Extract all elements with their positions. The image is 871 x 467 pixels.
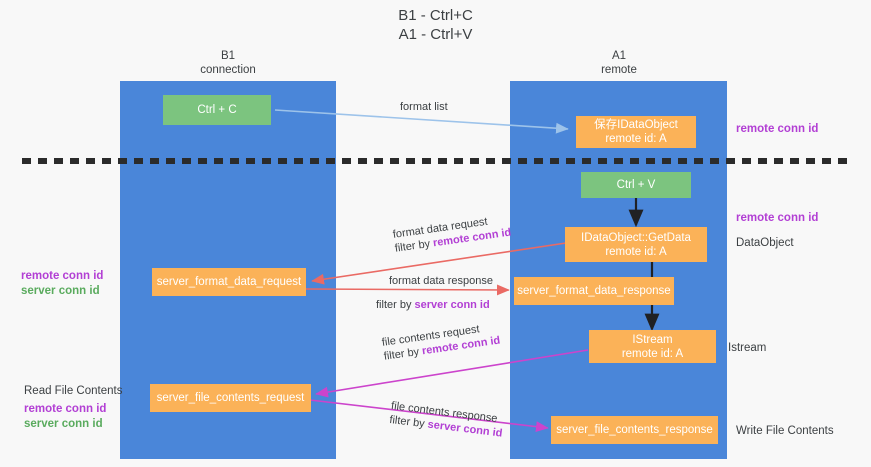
page-title: B1 - Ctrl+C A1 - Ctrl+V [0,6,871,44]
edge-label-format-data-response-filter: filter by server conn id [376,298,490,312]
box-idataobject-getdata-line2: remote id: A [605,245,667,258]
box-ctrl-v-label: Ctrl + V [616,179,656,191]
side-label-istream: Istream [728,342,767,354]
side-label-server-conn-id-left-2: server conn id [24,418,103,430]
side-label-dataobject: DataObject [736,237,794,249]
box-save-idataobject[interactable]: 保存IDataObject remote id: A [576,116,696,148]
side-label-remote-conn-id-left-2: remote conn id [24,403,107,415]
box-server-format-data-response[interactable]: server_format_data_response [514,277,674,305]
box-ctrl-c-label: Ctrl + C [197,104,237,116]
box-save-idataobject-line2: remote id: A [605,133,667,145]
side-label-remote-conn-id-mid: remote conn id [736,212,819,224]
side-label-read-file-contents: Read File Contents [24,385,123,397]
edge-label-file-contents-request: file contents request filter by remote c… [381,320,501,364]
edge-label-format-data-response: format data response [389,274,493,288]
column-header-a1: A1 remote [539,49,699,77]
box-istream[interactable]: IStream remote id: A [589,330,716,363]
box-istream-line1: IStream [632,333,673,346]
box-istream-line2: remote id: A [621,347,684,360]
column-header-b1-name: B1 [220,50,236,62]
edge-label-file-contents-response: file contents response filter by server … [389,399,505,441]
filter-prefix: filter by [376,299,415,311]
box-server-format-data-response-label: server_format_data_response [517,285,671,297]
filter-prefix: filter by [383,345,423,363]
edge-label-format-data-request: format data request filter by remote con… [392,212,512,256]
box-server-format-data-request-label: server_format_data_request [156,276,302,288]
side-label-remote-conn-id-left-1: remote conn id [21,270,104,282]
box-server-file-contents-response-label: server_file_contents_response [556,424,713,436]
filter-key-server-conn-id: server conn id [414,299,490,311]
column-header-b1-sub: connection [200,64,256,76]
column-header-a1-sub: remote [601,64,637,76]
box-server-format-data-request[interactable]: server_format_data_request [152,268,306,296]
edge-label-format-list: format list [400,101,448,113]
edge-label-format-data-response-text: format data response [389,275,493,287]
box-ctrl-c[interactable]: Ctrl + C [163,95,271,125]
filter-prefix: filter by [388,413,429,431]
column-header-b1: B1 connection [148,49,308,77]
column-header-a1-name: A1 [611,50,627,62]
phase-divider [22,158,848,164]
filter-prefix: filter by [394,237,434,255]
box-server-file-contents-request[interactable]: server_file_contents_request [150,384,311,412]
box-server-file-contents-request-label: server_file_contents_request [156,392,305,404]
box-save-idataobject-line1: 保存IDataObject [594,119,678,131]
page-title-line1: B1 - Ctrl+C [398,7,473,24]
side-label-server-conn-id-left-1: server conn id [21,285,100,297]
box-ctrl-v[interactable]: Ctrl + V [581,172,691,198]
page-title-line2: A1 - Ctrl+V [398,26,473,43]
box-server-file-contents-response[interactable]: server_file_contents_response [551,416,718,444]
box-idataobject-getdata[interactable]: IDataObject::GetData remote id: A [565,227,707,262]
side-label-remote-conn-id-top: remote conn id [736,123,819,135]
box-idataobject-getdata-line1: IDataObject::GetData [581,231,691,244]
side-label-write-file-contents: Write File Contents [736,425,834,437]
